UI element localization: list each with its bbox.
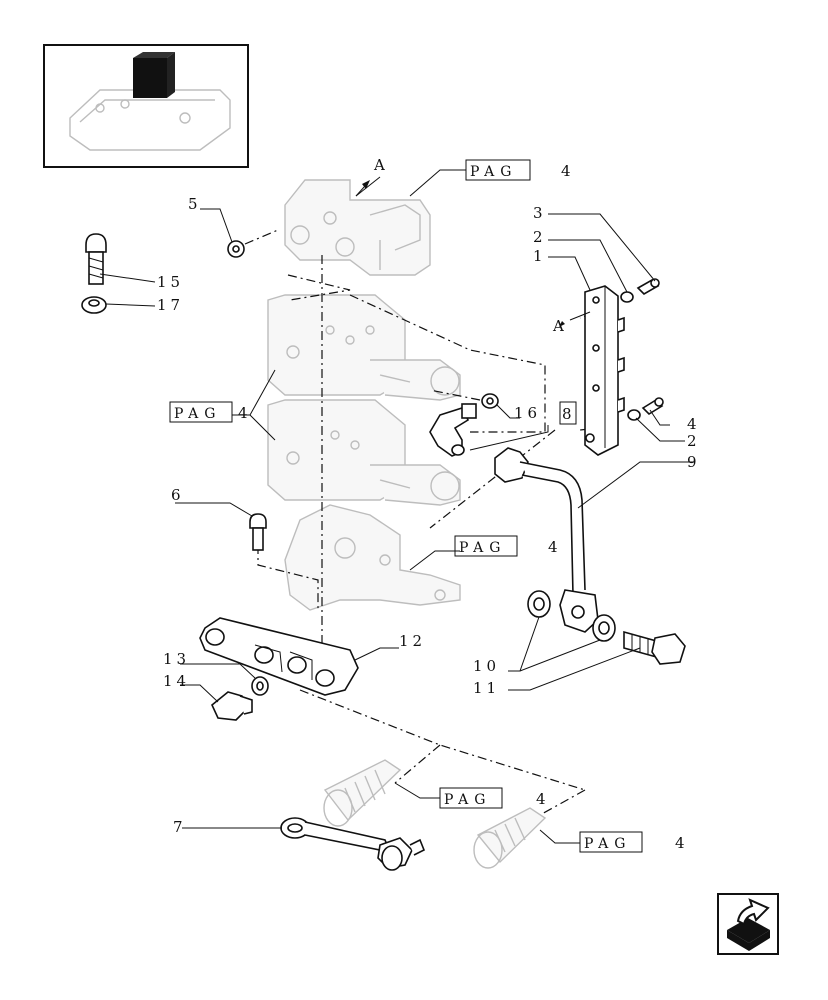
- callout-8-box: [559, 401, 577, 425]
- page-ref-label: PAG: [584, 836, 631, 852]
- callout-1: 1: [533, 247, 547, 265]
- washer-10b: [592, 614, 616, 642]
- callout-2-bottom: 2: [687, 432, 701, 450]
- nut-5: [227, 240, 245, 258]
- washer-17: [81, 296, 107, 314]
- section-arrow-side: A: [552, 317, 568, 335]
- page-ref-4[interactable]: PAG 4: [439, 787, 550, 809]
- callout-16: 16: [514, 404, 541, 422]
- manifold-bar-12: [199, 617, 359, 696]
- callout-12: 12: [399, 632, 426, 650]
- next-page-arrow-icon[interactable]: [717, 893, 779, 955]
- page-ref-label: PAG: [174, 406, 221, 422]
- bolt-15: [85, 233, 107, 285]
- callout-14: 14: [163, 672, 190, 690]
- page-ref-number: 4: [561, 162, 575, 180]
- page-ref-label: PAG: [444, 792, 491, 808]
- banjo-bolt-11: [623, 630, 686, 665]
- bracket-1: [584, 285, 625, 456]
- callout-3: 3: [533, 204, 547, 222]
- assembly-lines: [244, 229, 611, 816]
- leader-lines: [99, 169, 695, 844]
- callout-2-top: 2: [533, 228, 547, 246]
- page-ref-3[interactable]: PAG 4: [454, 535, 562, 557]
- callout-8: 8: [562, 405, 576, 423]
- callout-6: 6: [171, 486, 185, 504]
- page-ref-1[interactable]: PAG 4: [465, 159, 575, 181]
- section-arrow-top: A: [355, 156, 389, 197]
- callout-17: 17: [157, 296, 184, 314]
- page-ref-number: 4: [536, 790, 550, 808]
- bolt-3: [636, 278, 660, 295]
- washer-2-top: [620, 291, 634, 303]
- page-ref-label: PAG: [459, 540, 506, 556]
- callout-labels: 5 15 17 3 2 1 4 2 9 6 16 8 12 13 14 7 10…: [157, 195, 701, 836]
- page-ref-5[interactable]: PAG 4: [579, 831, 689, 853]
- callout-15: 15: [157, 273, 184, 291]
- page-ref-number: 4: [238, 404, 252, 422]
- callout-10: 10: [473, 657, 500, 675]
- callout-7: 7: [173, 818, 187, 836]
- page-ref-2[interactable]: PAG 4: [169, 401, 252, 423]
- bolt-4: [641, 397, 664, 416]
- callout-4: 4: [687, 415, 701, 433]
- assembly-thumbnail-icon[interactable]: [43, 44, 249, 168]
- spring-ghost-1: [323, 759, 402, 827]
- lever-7: [280, 817, 426, 871]
- plug-14: [211, 691, 253, 721]
- washer-13: [251, 676, 269, 696]
- washer-2-bottom: [627, 409, 641, 421]
- washer-10: [527, 590, 551, 618]
- section-mark-a-top: A: [373, 156, 389, 174]
- screw-6: [249, 513, 267, 551]
- callout-11: 11: [473, 679, 500, 697]
- callout-13: 13: [163, 650, 190, 668]
- page-ref-label: PAG: [470, 164, 517, 180]
- washer-16: [481, 393, 499, 409]
- spring-ghost-2: [473, 807, 547, 869]
- page-ref-number: 4: [548, 538, 562, 556]
- callout-9: 9: [687, 453, 701, 471]
- elbow-fitting-16: [429, 403, 477, 457]
- callout-5: 5: [188, 195, 202, 213]
- section-mark-a-side: A: [552, 317, 568, 335]
- pipe-9: [494, 447, 599, 633]
- ghost-valve-assembly: [267, 179, 461, 611]
- page-ref-number: 4: [675, 834, 689, 852]
